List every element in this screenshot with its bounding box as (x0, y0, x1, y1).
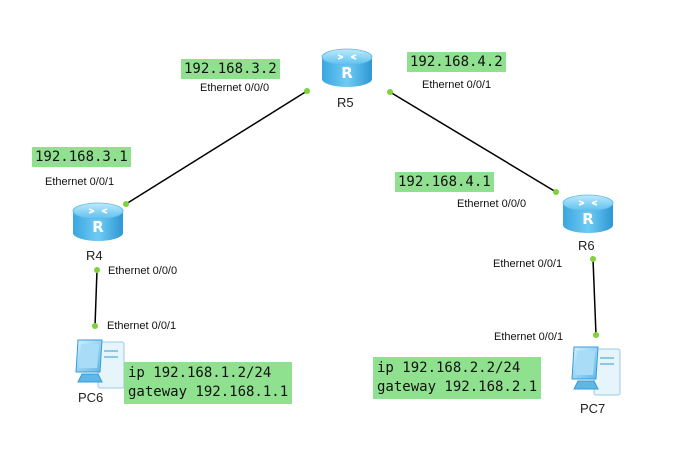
port-dot[interactable] (304, 88, 310, 94)
svg-text:R: R (582, 210, 594, 228)
port-dot[interactable] (590, 256, 596, 262)
link-r6-pc7 (592, 258, 597, 336)
pc6-gateway-text: gateway 192.168.1.1 (128, 384, 289, 400)
r4-e000-port-label: Ethernet 0/0/0 (108, 265, 178, 277)
port-dot[interactable] (387, 89, 393, 95)
pc7-ip-text: ip 192.168.2.2/24 (377, 360, 521, 376)
link-r5-r6 (389, 91, 557, 193)
r4-e001-port-label: Ethernet 0/0/1 (45, 176, 115, 188)
port-dot[interactable] (123, 201, 129, 207)
pc6-e001-port-label: Ethernet 0/0/1 (107, 320, 177, 332)
pc7-name-label: PC7 (580, 401, 606, 416)
r6-e000-port-label: Ethernet 0/0/0 (457, 198, 527, 210)
port-dot[interactable] (593, 332, 599, 338)
svg-text:R: R (341, 64, 353, 82)
pc6-ip-text: ip 192.168.1.2/24 (128, 365, 272, 381)
pc7-gateway-text: gateway 192.168.2.1 (377, 379, 538, 395)
svg-text:R: R (92, 218, 104, 236)
pc-icon[interactable] (571, 346, 621, 396)
pc7-config-box: ip 192.168.2.2/24 gateway 192.168.2.1 (373, 357, 542, 399)
r5-name-label: R5 (337, 95, 354, 110)
router-icon[interactable]: R (562, 194, 614, 233)
pc7-e001-port-label: Ethernet 0/0/1 (494, 331, 564, 343)
r5-e000-ip-label: 192.168.3.2 (181, 59, 280, 79)
r6-e000-ip-label: 192.168.4.1 (395, 172, 494, 192)
port-dot[interactable] (553, 189, 559, 195)
r6-e001-port-label: Ethernet 0/0/1 (493, 258, 563, 270)
link-r4-pc6 (94, 269, 98, 327)
router-icon[interactable]: R (72, 202, 124, 241)
r4-e001-ip-label: 192.168.3.1 (32, 147, 131, 167)
r5-e000-port-label: Ethernet 0/0/0 (200, 82, 270, 94)
pc6-name-label: PC6 (78, 390, 104, 405)
pc-icon[interactable] (75, 339, 125, 389)
pc6-config-box: ip 192.168.1.2/24 gateway 192.168.1.1 (124, 362, 293, 404)
r5-e001-ip-label: 192.168.4.2 (407, 52, 506, 72)
r5-e001-port-label: Ethernet 0/0/1 (422, 79, 492, 91)
r6-name-label: R6 (578, 238, 595, 253)
port-dot[interactable] (92, 323, 98, 329)
link-r4-r5 (125, 90, 308, 205)
router-icon[interactable]: R (321, 48, 373, 87)
port-dot[interactable] (94, 267, 100, 273)
r4-name-label: R4 (86, 248, 103, 263)
